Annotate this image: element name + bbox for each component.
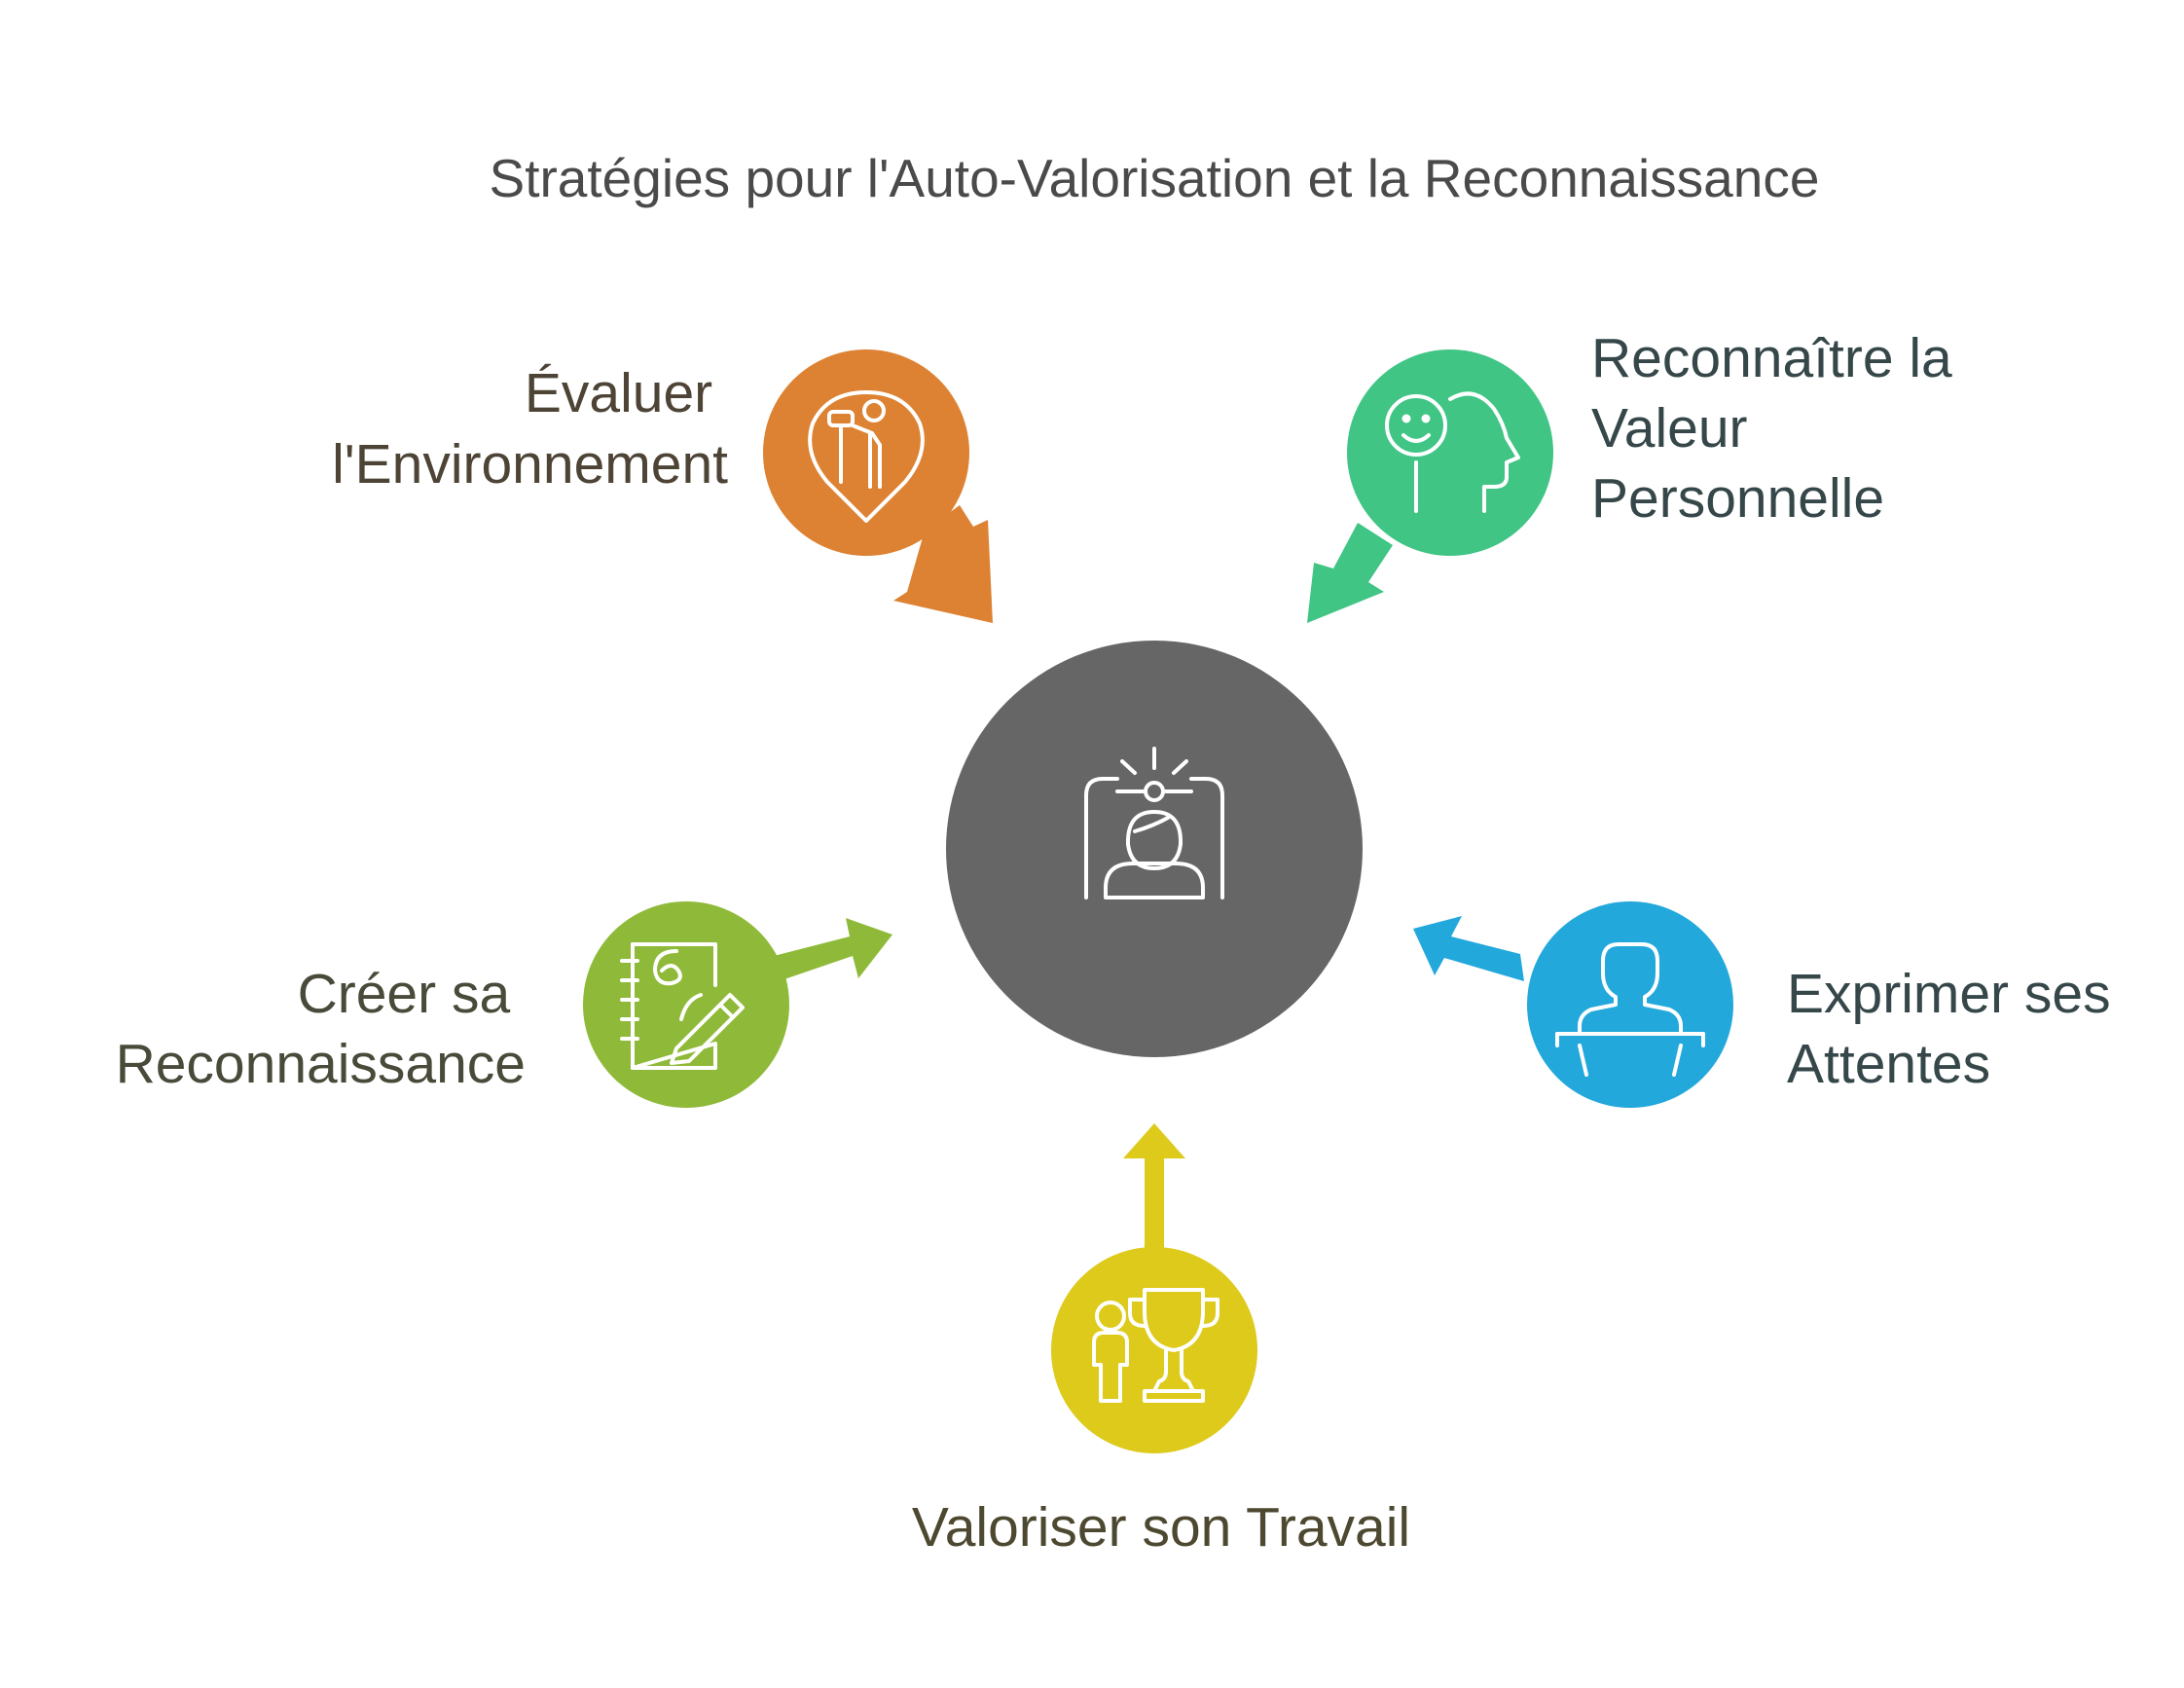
node-creer-label: Créer sa Reconnaissance: [116, 963, 526, 1095]
node-creer-label-line-2: Reconnaissance: [116, 1033, 526, 1095]
node-reconnaitre-label-line-1: Reconnaître la: [1591, 327, 1952, 389]
arrow-evaluer: [893, 505, 993, 623]
smiley-head-profile-icon: [1385, 391, 1520, 513]
node-valoriser-circle: [1051, 1247, 1257, 1453]
node-valoriser: Valoriser son Travail: [912, 1247, 1410, 1559]
node-evaluer-label-line-1: Évaluer: [525, 362, 712, 424]
node-creer: Créer sa Reconnaissance: [116, 901, 789, 1108]
diagram-title: Stratégies pour l'Auto-Valorisation et l…: [490, 148, 1820, 208]
arrow-exprimer: [1413, 916, 1524, 981]
node-valoriser-label: Valoriser son Travail: [912, 1496, 1410, 1559]
node-reconnaitre: Reconnaître la Valeur Personnelle: [1347, 327, 1968, 556]
node-evaluer-label-line-2: l'Environnement: [332, 433, 728, 495]
center-node: [946, 641, 1363, 1057]
node-exprimer-label-line-1: Exprimer ses: [1787, 963, 2111, 1025]
center-circle: [946, 641, 1363, 1057]
person-with-binoculars-location-pin-icon: [808, 390, 925, 523]
arrow-creer: [774, 918, 892, 981]
node-evaluer-label: Évaluer l'Environnement: [332, 362, 728, 495]
node-reconnaitre-label-line-2: Valeur: [1591, 397, 1748, 459]
node-exprimer-label-line-2: Attentes: [1787, 1033, 1990, 1095]
person-trophy-icon: [1092, 1288, 1219, 1403]
arrow-valoriser: [1123, 1123, 1185, 1256]
notebook-pen-icon: [620, 942, 745, 1070]
node-evaluer-circle: [763, 349, 969, 556]
node-valoriser-label-line-1: Valoriser son Travail: [912, 1496, 1410, 1559]
speaker-podium-icon: [1555, 942, 1705, 1077]
arrow-reconnaitre: [1307, 523, 1393, 623]
person-spotlight-frame-icon: [1084, 747, 1224, 899]
node-evaluer: Évaluer l'Environnement: [332, 349, 969, 556]
node-reconnaitre-label-line-3: Personnelle: [1591, 467, 1884, 530]
node-creer-label-line-1: Créer sa: [298, 963, 511, 1025]
node-exprimer: Exprimer ses Attentes: [1527, 901, 2126, 1108]
node-reconnaitre-circle: [1347, 349, 1553, 556]
node-exprimer-circle: [1527, 901, 1733, 1108]
node-reconnaitre-label: Reconnaître la Valeur Personnelle: [1591, 327, 1968, 530]
node-exprimer-label: Exprimer ses Attentes: [1787, 963, 2126, 1095]
